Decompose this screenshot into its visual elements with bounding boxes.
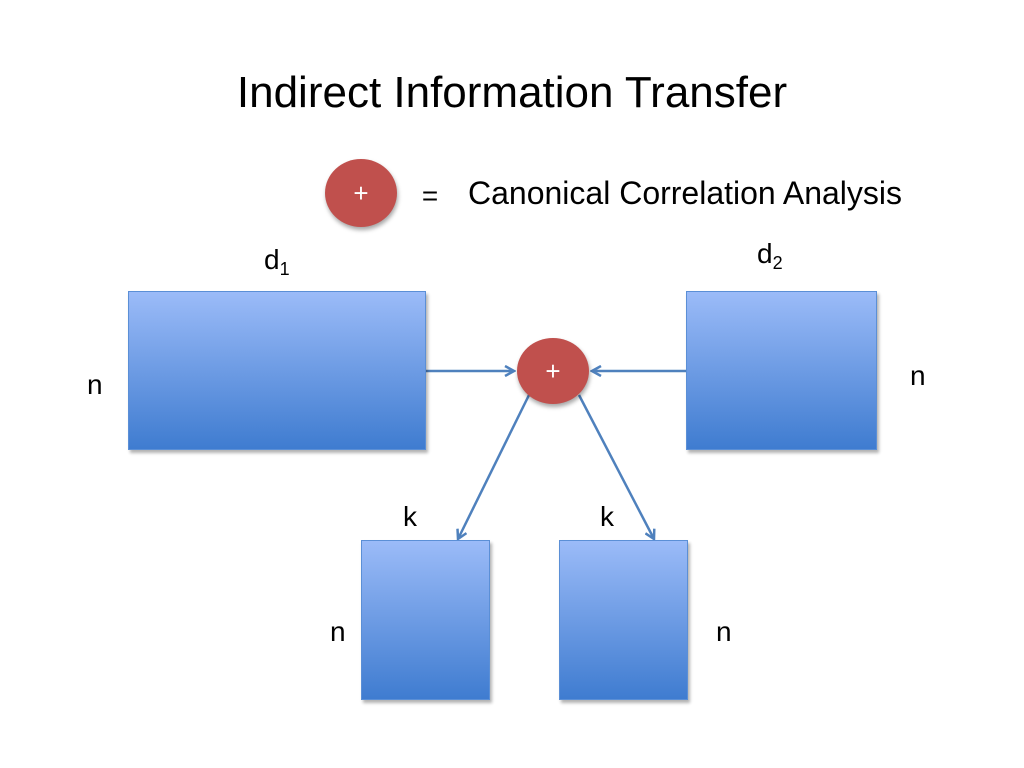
slide-title: Indirect Information Transfer (236, 68, 788, 117)
input1-row-label: n (87, 369, 103, 400)
output2-row-label: n (716, 616, 732, 647)
output2-col-label: k (600, 501, 614, 532)
legend-meaning: Canonical Correlation Analysis (468, 175, 902, 211)
input1-col-letter: d (264, 244, 280, 275)
input2-col-subscript: 2 (772, 253, 783, 273)
input-matrix-1 (128, 291, 426, 450)
input-matrix-2 (686, 291, 877, 450)
input2-col-letter: d (757, 238, 773, 269)
input1-col-subscript: 1 (279, 259, 290, 279)
output1-col-label: k (403, 501, 417, 532)
legend-cca-symbol: + (325, 159, 397, 227)
input2-col-label: d2 (757, 238, 783, 273)
legend-equals-sign: = (421, 180, 439, 211)
output-matrix-1 (361, 540, 490, 700)
cca-node: + (517, 338, 589, 404)
output-matrix-2 (559, 540, 688, 700)
arrow-cca-to-output1 (458, 394, 531, 539)
output1-row-label: n (330, 616, 346, 647)
input2-row-label: n (910, 360, 926, 391)
input1-col-label: d1 (264, 244, 290, 279)
arrow-cca-to-output2 (577, 394, 654, 539)
